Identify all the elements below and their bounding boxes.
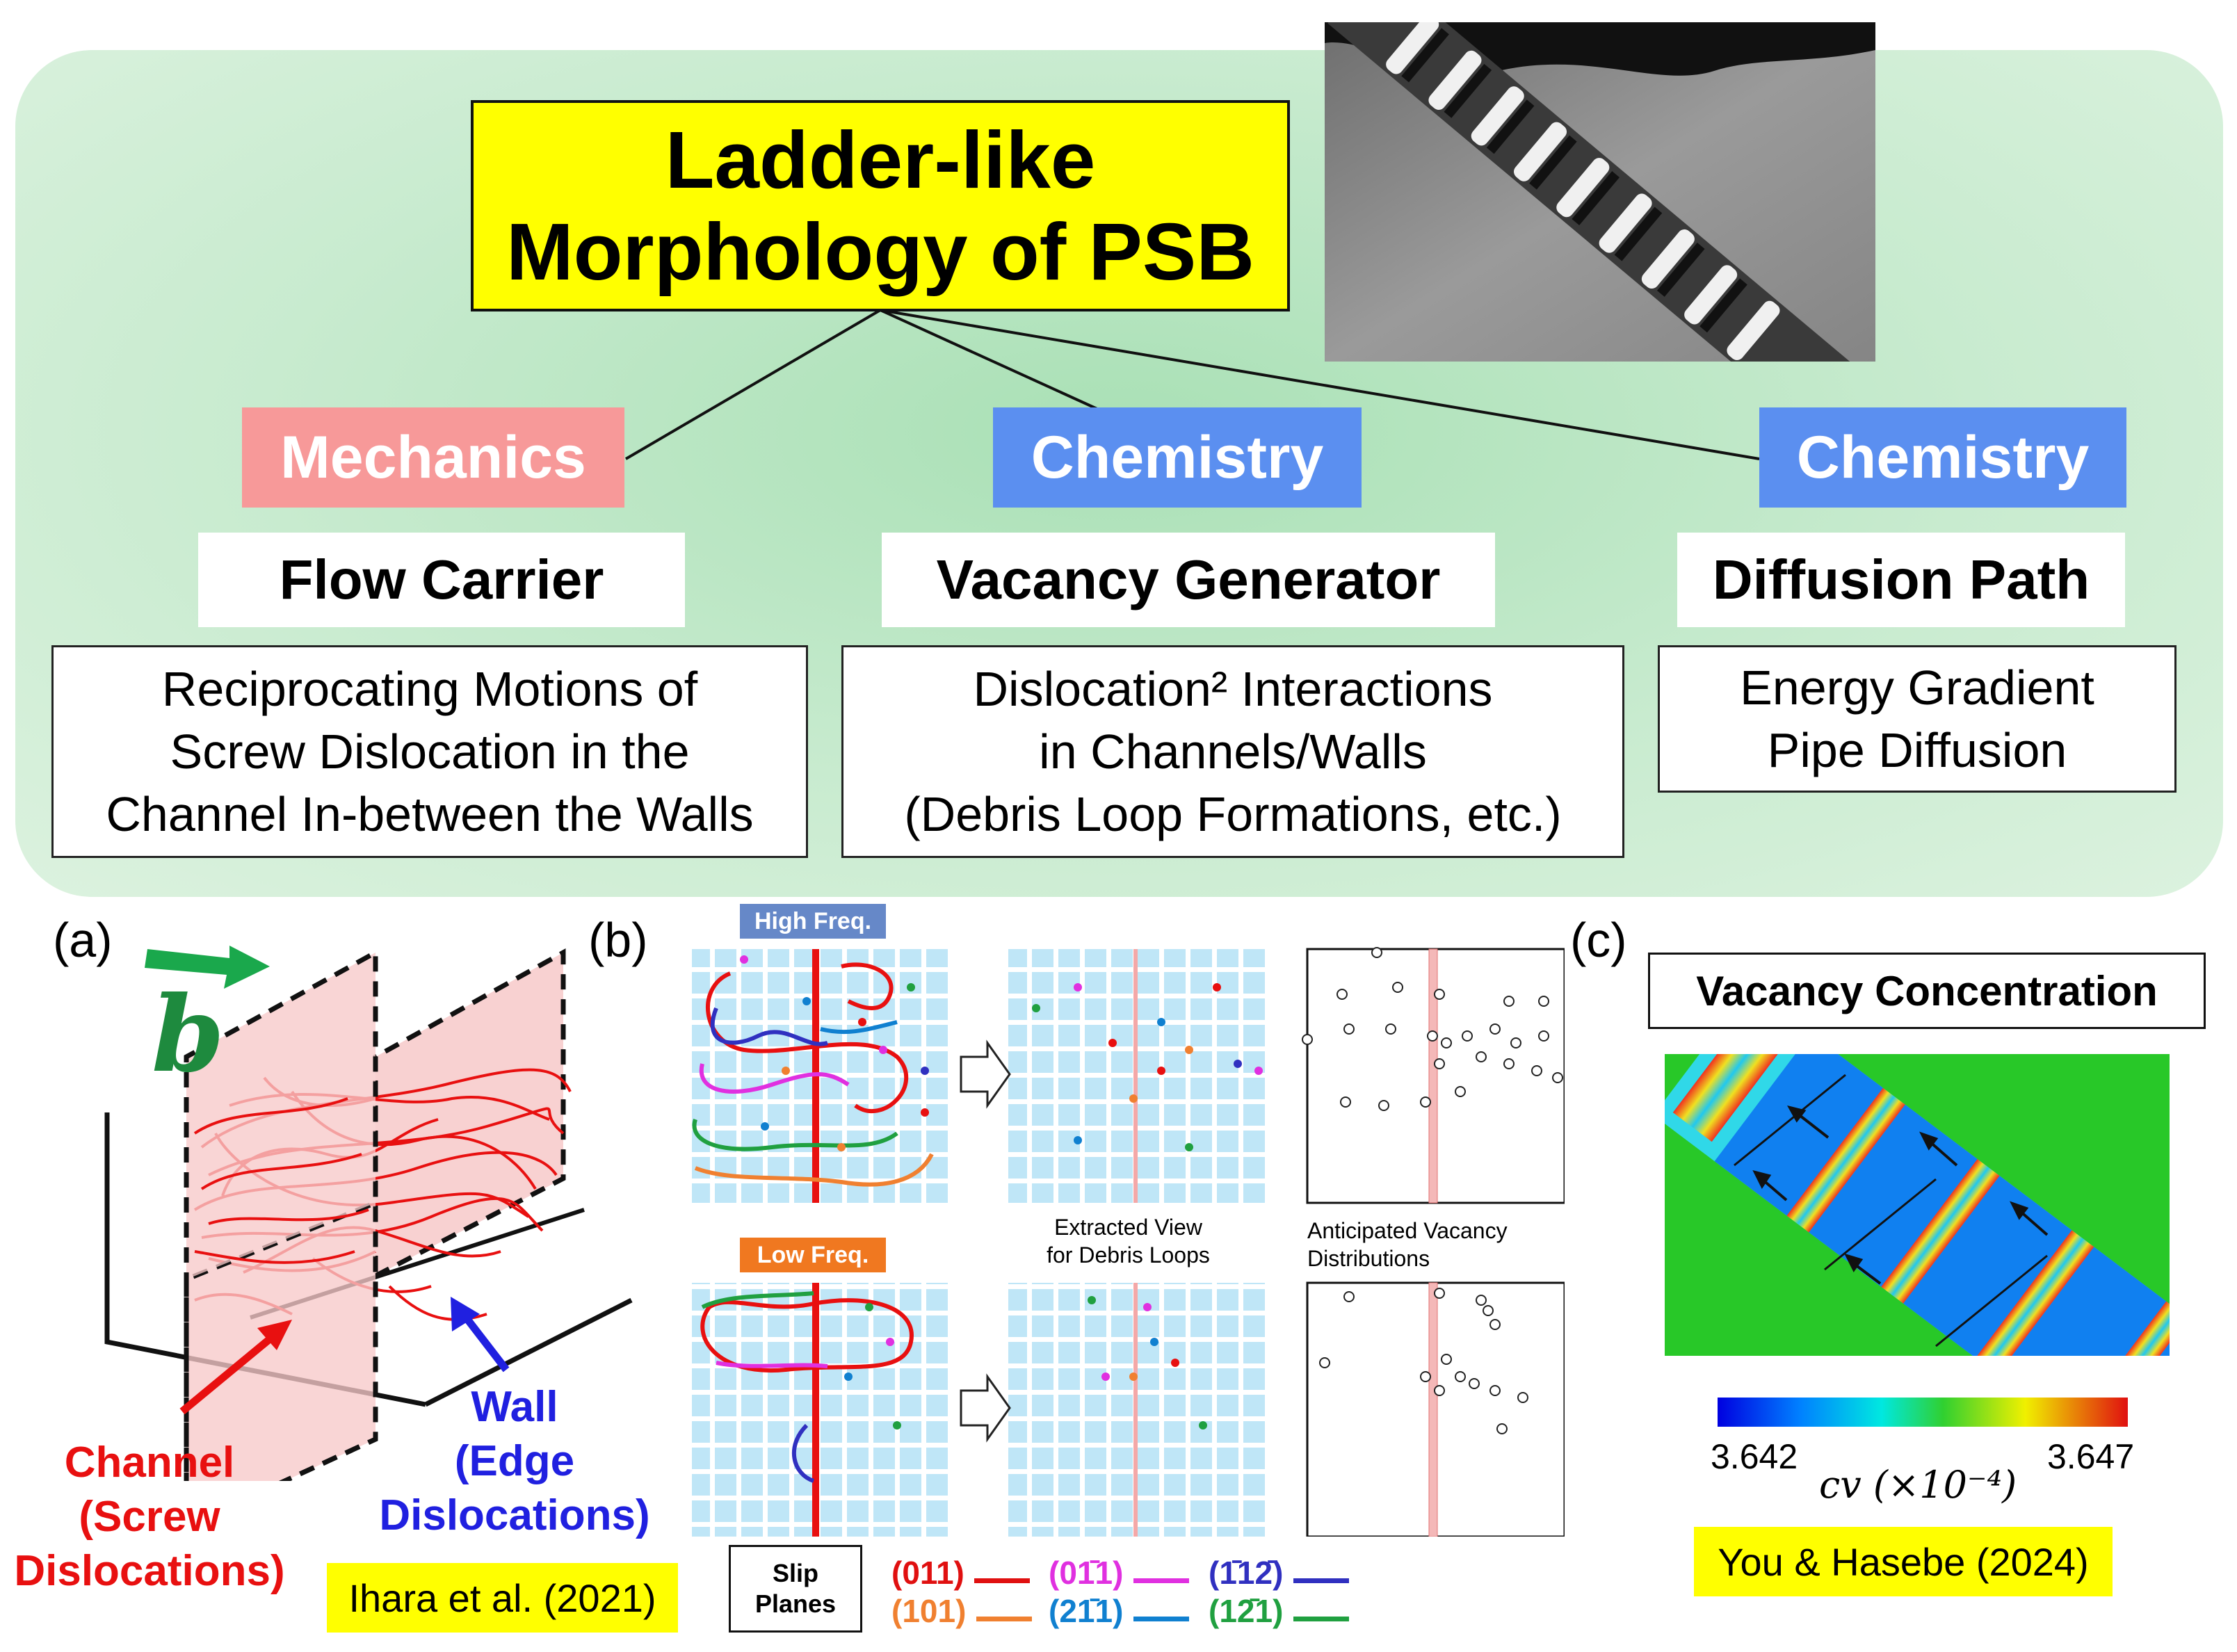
channel-label: Channel (Screw Dislocations) [7, 1436, 292, 1598]
legend-swatch [976, 1617, 1032, 1622]
legend-plane: (1̄12̄) [1209, 1555, 1284, 1591]
wall-label-line: Dislocations) [379, 1491, 650, 1539]
high-freq-tag: High Freq. [740, 904, 886, 939]
grid-low-freq [692, 1283, 949, 1537]
channel-label-line: (Screw [79, 1493, 220, 1541]
panel-b-diagram [692, 947, 1565, 1537]
citation-you-hasebe: You & Hasebe (2024) [1694, 1527, 2113, 1596]
back-wall [375, 953, 563, 1276]
desc-flow-carrier: Reciprocating Motions of Screw Dislocati… [51, 645, 808, 858]
scale-axis-label: cv (×10⁻⁴) [1819, 1463, 2017, 1507]
low-freq-tag: Low Freq. [740, 1238, 886, 1272]
slip-planes-line: Planes [754, 1589, 837, 1618]
caption-line: Anticipated Vacancy [1307, 1218, 1508, 1243]
double-arrows-icon [1734, 1074, 2048, 1347]
desc-line: (Debris Loop Formations, etc.) [904, 787, 1562, 841]
tem-micrograph [1325, 22, 1875, 362]
caption-line: Extracted View [1054, 1215, 1202, 1240]
connector-chemistry-2 [880, 309, 1760, 460]
panel-c-label: (c) [1570, 913, 1627, 967]
desc-line: Energy Gradient [1740, 661, 2094, 715]
wall-label-line: (Edge [454, 1437, 575, 1485]
burgers-vector-label: b [152, 973, 225, 1096]
legend-item: (1̄12̄) [1209, 1554, 1349, 1592]
arrow-right-icon [960, 1039, 1011, 1109]
panel-b-label: (b) [588, 913, 648, 967]
desc-diffusion-path: Energy Gradient Pipe Diffusion [1658, 645, 2177, 793]
channel-label-line: Channel [64, 1439, 235, 1487]
legend-plane: (21̄1) [1049, 1593, 1124, 1629]
slip-planes-box: Slip Planes [729, 1545, 862, 1633]
legend-item: (21̄1) [1049, 1592, 1189, 1630]
debris-dots-high [740, 955, 1263, 1151]
debris-dots-low [844, 1296, 1207, 1430]
legend-swatch [1293, 1617, 1349, 1622]
vacancy-title-box: Vacancy Concentration [1648, 953, 2206, 1029]
subhead-diffusion-path: Diffusion Path [1677, 533, 2125, 627]
caption-line: Distributions [1307, 1246, 1430, 1271]
legend-plane: (01̄1) [1049, 1555, 1124, 1591]
legend-swatch [974, 1578, 1031, 1584]
scale-max-label: 3.647 [2047, 1437, 2135, 1476]
legend-item: (01̄1) [1049, 1554, 1189, 1592]
legend-plane: (011) [891, 1555, 964, 1591]
desc-line: Reciprocating Motions of [161, 662, 698, 716]
citation-ihara: Ihara et al. (2021) [327, 1563, 678, 1633]
desc-vacancy-generator: Dislocation² Interactions in Channels/Wa… [841, 645, 1624, 858]
legend-swatch [1133, 1578, 1189, 1584]
arrow-right-icon [960, 1373, 1011, 1443]
legend-item: (011) [891, 1554, 1031, 1592]
category-chemistry-1: Chemistry [993, 407, 1362, 508]
desc-line: Pipe Diffusion [1767, 723, 2067, 777]
slip-planes-line: Slip [772, 1559, 818, 1587]
channel-label-line: Dislocations) [14, 1547, 285, 1595]
legend-item: (12̄1) [1209, 1592, 1349, 1630]
color-scale-bar [1718, 1398, 2128, 1427]
desc-line: Channel In-between the Walls [106, 787, 754, 841]
vacancy-contour-map [1665, 1054, 2170, 1356]
burgers-arrow-icon [145, 946, 270, 989]
legend-plane: (12̄1) [1209, 1593, 1284, 1629]
category-mechanics: Mechanics [242, 407, 624, 508]
caption-line: for Debris Loops [1047, 1242, 1210, 1268]
panel-a-label: (a) [53, 913, 113, 967]
extracted-view-caption: Extracted View for Debris Loops [1008, 1213, 1248, 1269]
legend-swatch [1133, 1617, 1189, 1622]
vacancy-circles [1302, 947, 1563, 1434]
legend-item: (101) [891, 1592, 1032, 1630]
desc-line: Dislocation² Interactions [973, 662, 1493, 716]
main-title-line1: Ladder-like [665, 115, 1096, 205]
legend-plane: (101) [891, 1593, 967, 1629]
anticipated-caption: Anticipated Vacancy Distributions [1307, 1217, 1578, 1272]
legend-swatch [1293, 1578, 1349, 1584]
wall-arrow-icon [461, 1313, 510, 1372]
subhead-flow-carrier: Flow Carrier [198, 533, 685, 627]
wall-label: Wall (Edge Dislocations) [369, 1380, 661, 1543]
main-title-box: Ladder-like Morphology of PSB [471, 100, 1290, 311]
desc-line: in Channels/Walls [1039, 724, 1427, 779]
connector-mechanics [624, 309, 882, 460]
category-chemistry-2: Chemistry [1759, 407, 2126, 508]
wall-label-line: Wall [471, 1383, 558, 1431]
desc-line: Screw Dislocation in the [170, 724, 690, 779]
panel-a-diagram [104, 946, 633, 1481]
tem-image [1325, 22, 1875, 362]
subhead-vacancy-generator: Vacancy Generator [882, 533, 1495, 627]
scale-min-label: 3.642 [1711, 1437, 1798, 1476]
channel-arrow-icon [179, 1331, 277, 1415]
main-title-line2: Morphology of PSB [506, 206, 1255, 297]
